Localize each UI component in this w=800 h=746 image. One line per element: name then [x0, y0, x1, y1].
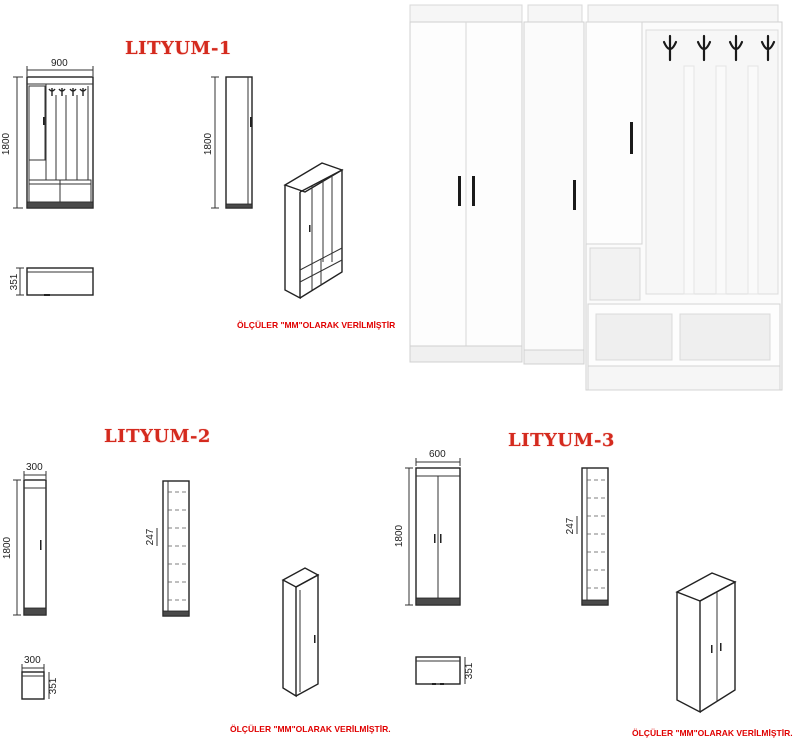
model-1-side-height-label: 1800 — [203, 132, 214, 156]
model-2-depth-label: 351 — [48, 677, 59, 695]
model-1-units-note: ÖLÇÜLER "MM"OLARAK VERİLMİŞTİR — [237, 320, 396, 330]
model-2-shelf-gap-label: 247 — [145, 528, 156, 546]
model-2-units-note: ÖLÇÜLER "MM"OLARAK VERİLMİŞTİR. — [230, 724, 391, 734]
model-3-units-note: ÖLÇÜLER "MM"OLARAK VERİLMİŞTİR. — [632, 728, 793, 738]
model-1-width-label: 900 — [51, 58, 68, 69]
model-2-height-label: 1800 — [2, 536, 13, 560]
model-1-height-label: 1800 — [1, 132, 12, 156]
model-3-title: LITYUM-3 — [508, 430, 615, 451]
model-1-depth-label: 351 — [9, 273, 20, 291]
model-2-top-width-label: 300 — [24, 655, 41, 666]
model-3-width-label: 600 — [429, 449, 446, 460]
model-3-shelf-gap-label: 247 — [565, 517, 576, 535]
model-3-depth-label: 351 — [464, 662, 475, 680]
model-2-title: LITYUM-2 — [104, 426, 211, 447]
model-1-title: LITYUM-1 — [125, 38, 232, 59]
model-2-width-label: 300 — [26, 462, 43, 473]
model-3-height-label: 1800 — [394, 524, 405, 548]
